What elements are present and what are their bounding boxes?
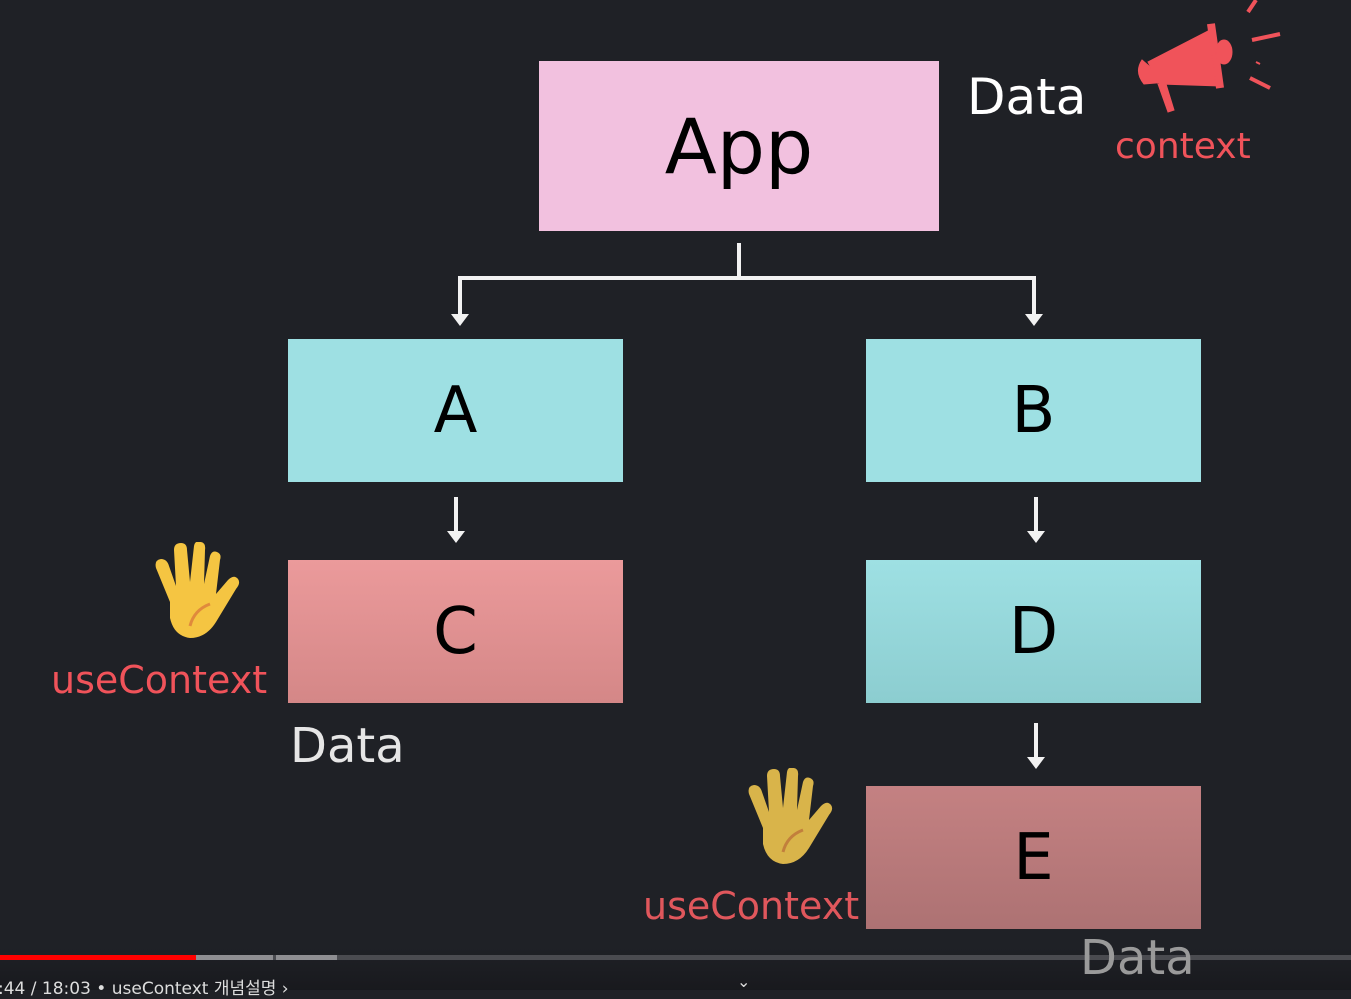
connector-b-d	[1034, 497, 1038, 533]
connector-a-c	[454, 497, 458, 533]
progress-buffered-2	[276, 955, 337, 960]
arrow-to-a	[451, 314, 469, 326]
node-c: C	[288, 560, 623, 703]
progress-played[interactable]	[0, 955, 196, 960]
context-label: context	[1115, 126, 1251, 167]
node-a-label: A	[433, 373, 478, 448]
raised-hand-icon	[748, 768, 833, 864]
node-b-label: B	[1011, 373, 1056, 448]
use-context-label-e: useContext	[643, 884, 860, 928]
arrow-to-c	[447, 531, 465, 543]
chevron-down-icon[interactable]: ⌄	[737, 972, 751, 991]
use-context-label-c: useContext	[51, 658, 268, 702]
node-b: B	[866, 339, 1201, 482]
node-d-label: D	[1008, 594, 1059, 669]
progress-track[interactable]	[0, 955, 1351, 960]
node-a: A	[288, 339, 623, 482]
raised-hand-icon	[155, 542, 240, 638]
megaphone-icon	[1138, 0, 1281, 113]
chapter-title[interactable]: • useContext 개념설명 ›	[96, 979, 289, 999]
time-text: :44 / 18:03	[0, 979, 91, 999]
arrow-to-e	[1027, 757, 1045, 769]
node-app: App	[539, 61, 939, 231]
data-label-e: Data	[1080, 930, 1195, 986]
node-d: D	[866, 560, 1201, 703]
data-label-app: Data	[967, 68, 1087, 126]
arrow-to-b	[1025, 314, 1043, 326]
connector-app-stem	[737, 243, 741, 279]
connector-to-b	[1032, 276, 1036, 316]
node-app-label: App	[664, 101, 814, 191]
data-label-c: Data	[290, 718, 405, 774]
progress-buffered-1	[196, 955, 273, 960]
node-c-label: C	[433, 594, 478, 669]
time-display: :44 / 18:03 • useContext 개념설명 ›	[0, 974, 289, 999]
connector-d-e	[1034, 723, 1038, 759]
connector-horizontal	[458, 276, 1036, 280]
arrow-to-d	[1027, 531, 1045, 543]
connector-to-a	[458, 276, 462, 316]
node-e-label: E	[1013, 820, 1054, 895]
node-e: E	[866, 786, 1201, 929]
